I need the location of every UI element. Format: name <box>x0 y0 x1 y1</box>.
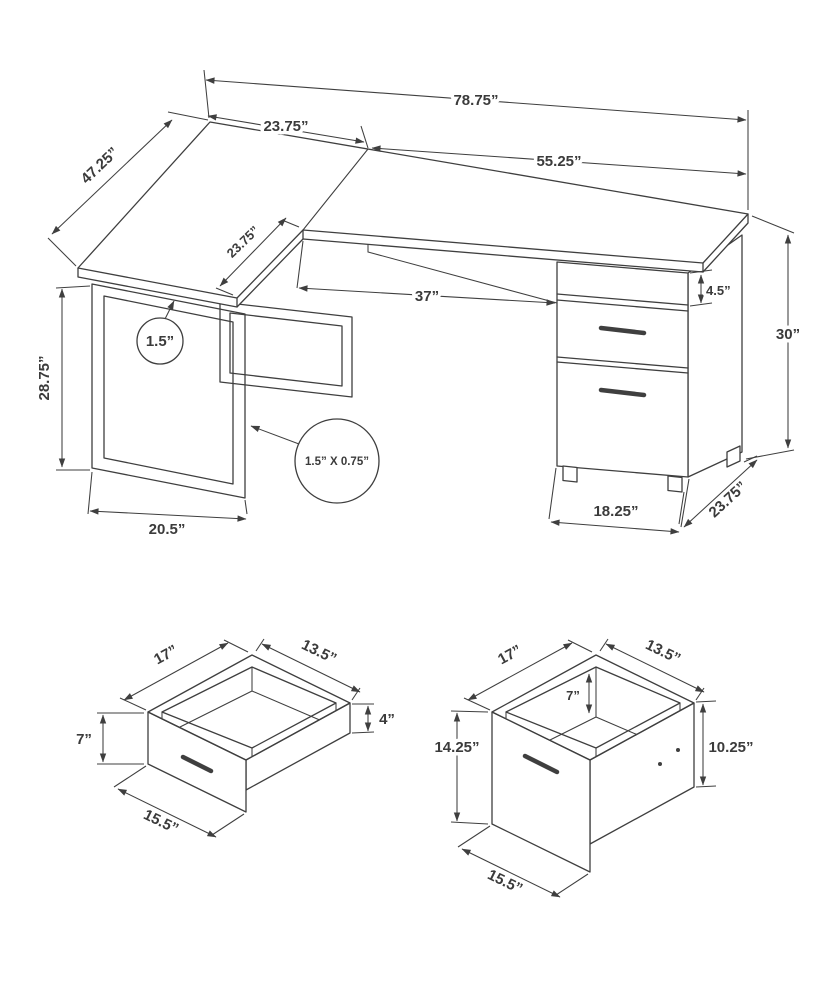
dim-desk-main-top-width: 55.25” <box>536 153 581 170</box>
dim-large-front-height: 14.25” <box>431 710 489 825</box>
dim-small-top-width: 17” <box>119 639 249 711</box>
dim-small-drawer-front-height: 7” <box>76 731 92 748</box>
small-drawer-handle <box>180 754 214 774</box>
dim-large-side-height: 10.25” <box>695 700 757 788</box>
dim-cubby-height: 4.5” <box>689 269 734 307</box>
dim-large-drawer-top-depth: 13.5” <box>643 636 683 667</box>
dim-large-interior-depth: 7” <box>563 673 593 714</box>
dim-desk-return-top-width: 23.75” <box>263 118 308 135</box>
corner-leg-frame <box>219 301 353 398</box>
cabinet-front-left-foot <box>562 465 578 483</box>
dim-desk-overall-width: 78.75” <box>453 92 498 109</box>
dim-small-drawer-top-width: 17” <box>151 642 180 669</box>
dim-large-drawer-front-height: 14.25” <box>434 739 479 756</box>
large-drawer-structure <box>491 654 695 873</box>
small-drawer-structure <box>147 654 351 813</box>
drawer-handle-bottom <box>598 387 647 398</box>
callout-circle-tube-profile <box>294 418 380 504</box>
dim-overall-height: 30” <box>745 215 804 460</box>
dim-overall-width: 78.75” <box>203 69 749 210</box>
dim-leg-base-width: 20.5” <box>87 471 248 538</box>
left-leg-frame <box>91 283 246 499</box>
cabinet <box>556 234 743 493</box>
dim-small-front-height: 7” <box>76 712 144 765</box>
dim-main-top-width: 55.25” <box>371 145 747 177</box>
callout-circle-frame-thickness <box>136 317 184 365</box>
dim-desk-cabinet-width: 18.25” <box>593 503 638 520</box>
dim-desk-frame-thickness: 1.5” <box>146 333 174 350</box>
large-drawer-screw-hole <box>658 762 662 766</box>
dim-small-drawer-top-depth: 13.5” <box>299 636 339 667</box>
dim-desk-leg-base-width: 20.5” <box>149 521 186 538</box>
dim-desk-cabinet-depth: 23.75” <box>706 478 751 521</box>
desk-structure <box>77 121 749 499</box>
dim-desk-overall-height: 30” <box>776 326 800 343</box>
dim-desk-return-length: 47.25” <box>78 144 122 187</box>
dim-large-drawer-top-width: 17” <box>495 642 524 669</box>
dim-large-drawer-side-height: 10.25” <box>708 739 753 756</box>
large-drawer-handle <box>522 753 560 775</box>
dim-small-drawer-side-height: 4” <box>379 711 395 728</box>
dim-large-drawer-interior-depth: 7” <box>566 688 580 703</box>
dim-desk-cubby-height: 4.5” <box>706 283 731 298</box>
large-drawer-screw-hole <box>676 748 680 752</box>
large-drawer-side <box>589 702 695 845</box>
cabinet-front <box>556 261 689 478</box>
dim-small-side-height: 4” <box>351 703 395 734</box>
callout-frame-thickness: 1.5” <box>136 300 184 365</box>
dim-leg-panel-height: 28.75” <box>36 285 91 471</box>
small-drawer-diagram: 17” 13.5” 7” 4” <box>76 636 395 837</box>
large-drawer-diagram: 17” 13.5” 7” 14.25” 10 <box>431 636 757 897</box>
cabinet-front-right-foot <box>667 475 683 493</box>
dim-small-drawer-bottom-depth: 15.5” <box>141 806 181 837</box>
small-drawer-side <box>245 702 351 791</box>
callout-tube-profile: 1.5” X 0.75” <box>250 418 380 504</box>
dim-large-drawer-bottom-depth: 15.5” <box>485 866 525 897</box>
dim-desk-tube-profile: 1.5” X 0.75” <box>305 456 369 468</box>
drawer-handle-top <box>598 325 647 336</box>
dim-desk-leg-panel-height: 28.75” <box>36 355 53 400</box>
dim-desk-knee-space: 37” <box>415 288 439 305</box>
dim-return-top-width: 23.75” <box>207 114 369 149</box>
dim-knee-space: 37” <box>296 240 556 309</box>
